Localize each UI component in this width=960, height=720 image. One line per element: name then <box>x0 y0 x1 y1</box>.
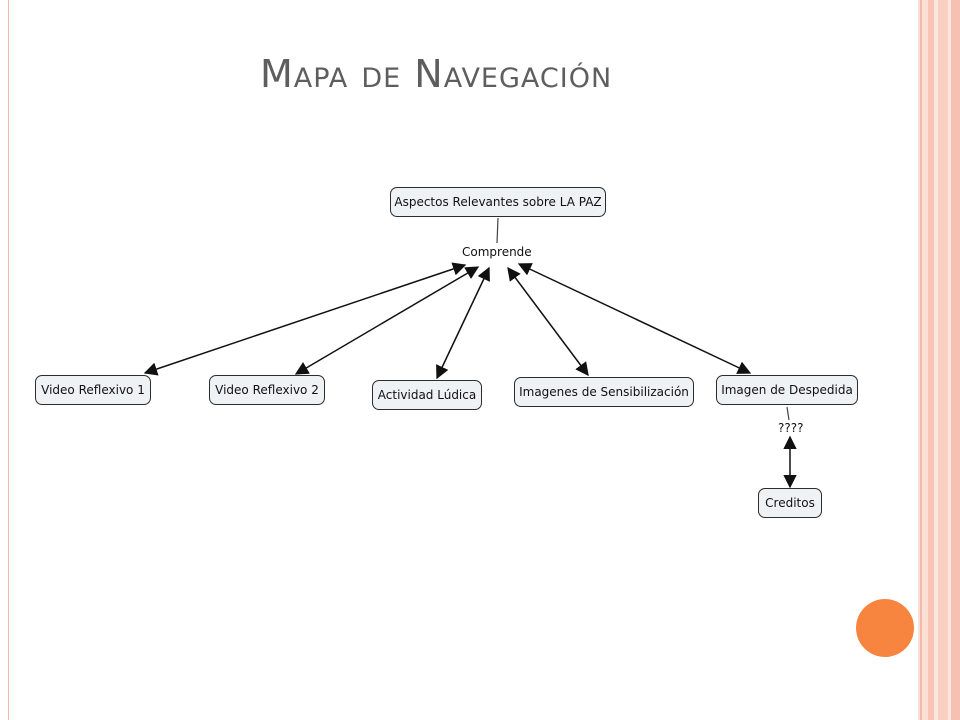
node-imagenes-sensibilizacion[interactable]: Imagenes de Sensibilización <box>514 377 694 407</box>
connector-comprende-to-actividad-ludica <box>436 266 490 380</box>
connector-comprende-to-video-reflexivo-2 <box>294 266 480 375</box>
connector-despedida-to-question <box>786 406 790 421</box>
node-actividad-ludica[interactable]: Actividad Lúdica <box>372 380 482 410</box>
connector-comprende-to-video-reflexivo-1 <box>143 262 467 376</box>
linking-phrase-comprende: Comprende <box>462 245 532 259</box>
node-creditos[interactable]: Creditos <box>758 488 822 518</box>
linking-phrase-question: ???? <box>778 421 804 435</box>
node-video-reflexivo-2[interactable]: Video Reflexivo 2 <box>209 375 325 405</box>
node-video-reflexivo-1[interactable]: Video Reflexivo 1 <box>35 375 151 405</box>
right-decorative-stripes <box>918 0 960 720</box>
node-imagen-despedida[interactable]: Imagen de Despedida <box>716 375 858 405</box>
orange-circle-decoration <box>856 599 914 657</box>
connector-root-to-comprende <box>496 217 499 244</box>
connector-comprende-to-imagen-despedida <box>517 263 752 374</box>
left-border-line <box>8 0 9 720</box>
connector-comprende-to-imagenes-sensibilizacion <box>507 266 589 377</box>
slide-title: Mapa de Navegación <box>260 52 613 96</box>
root-node[interactable]: Aspectos Relevantes sobre LA PAZ <box>390 187 606 217</box>
